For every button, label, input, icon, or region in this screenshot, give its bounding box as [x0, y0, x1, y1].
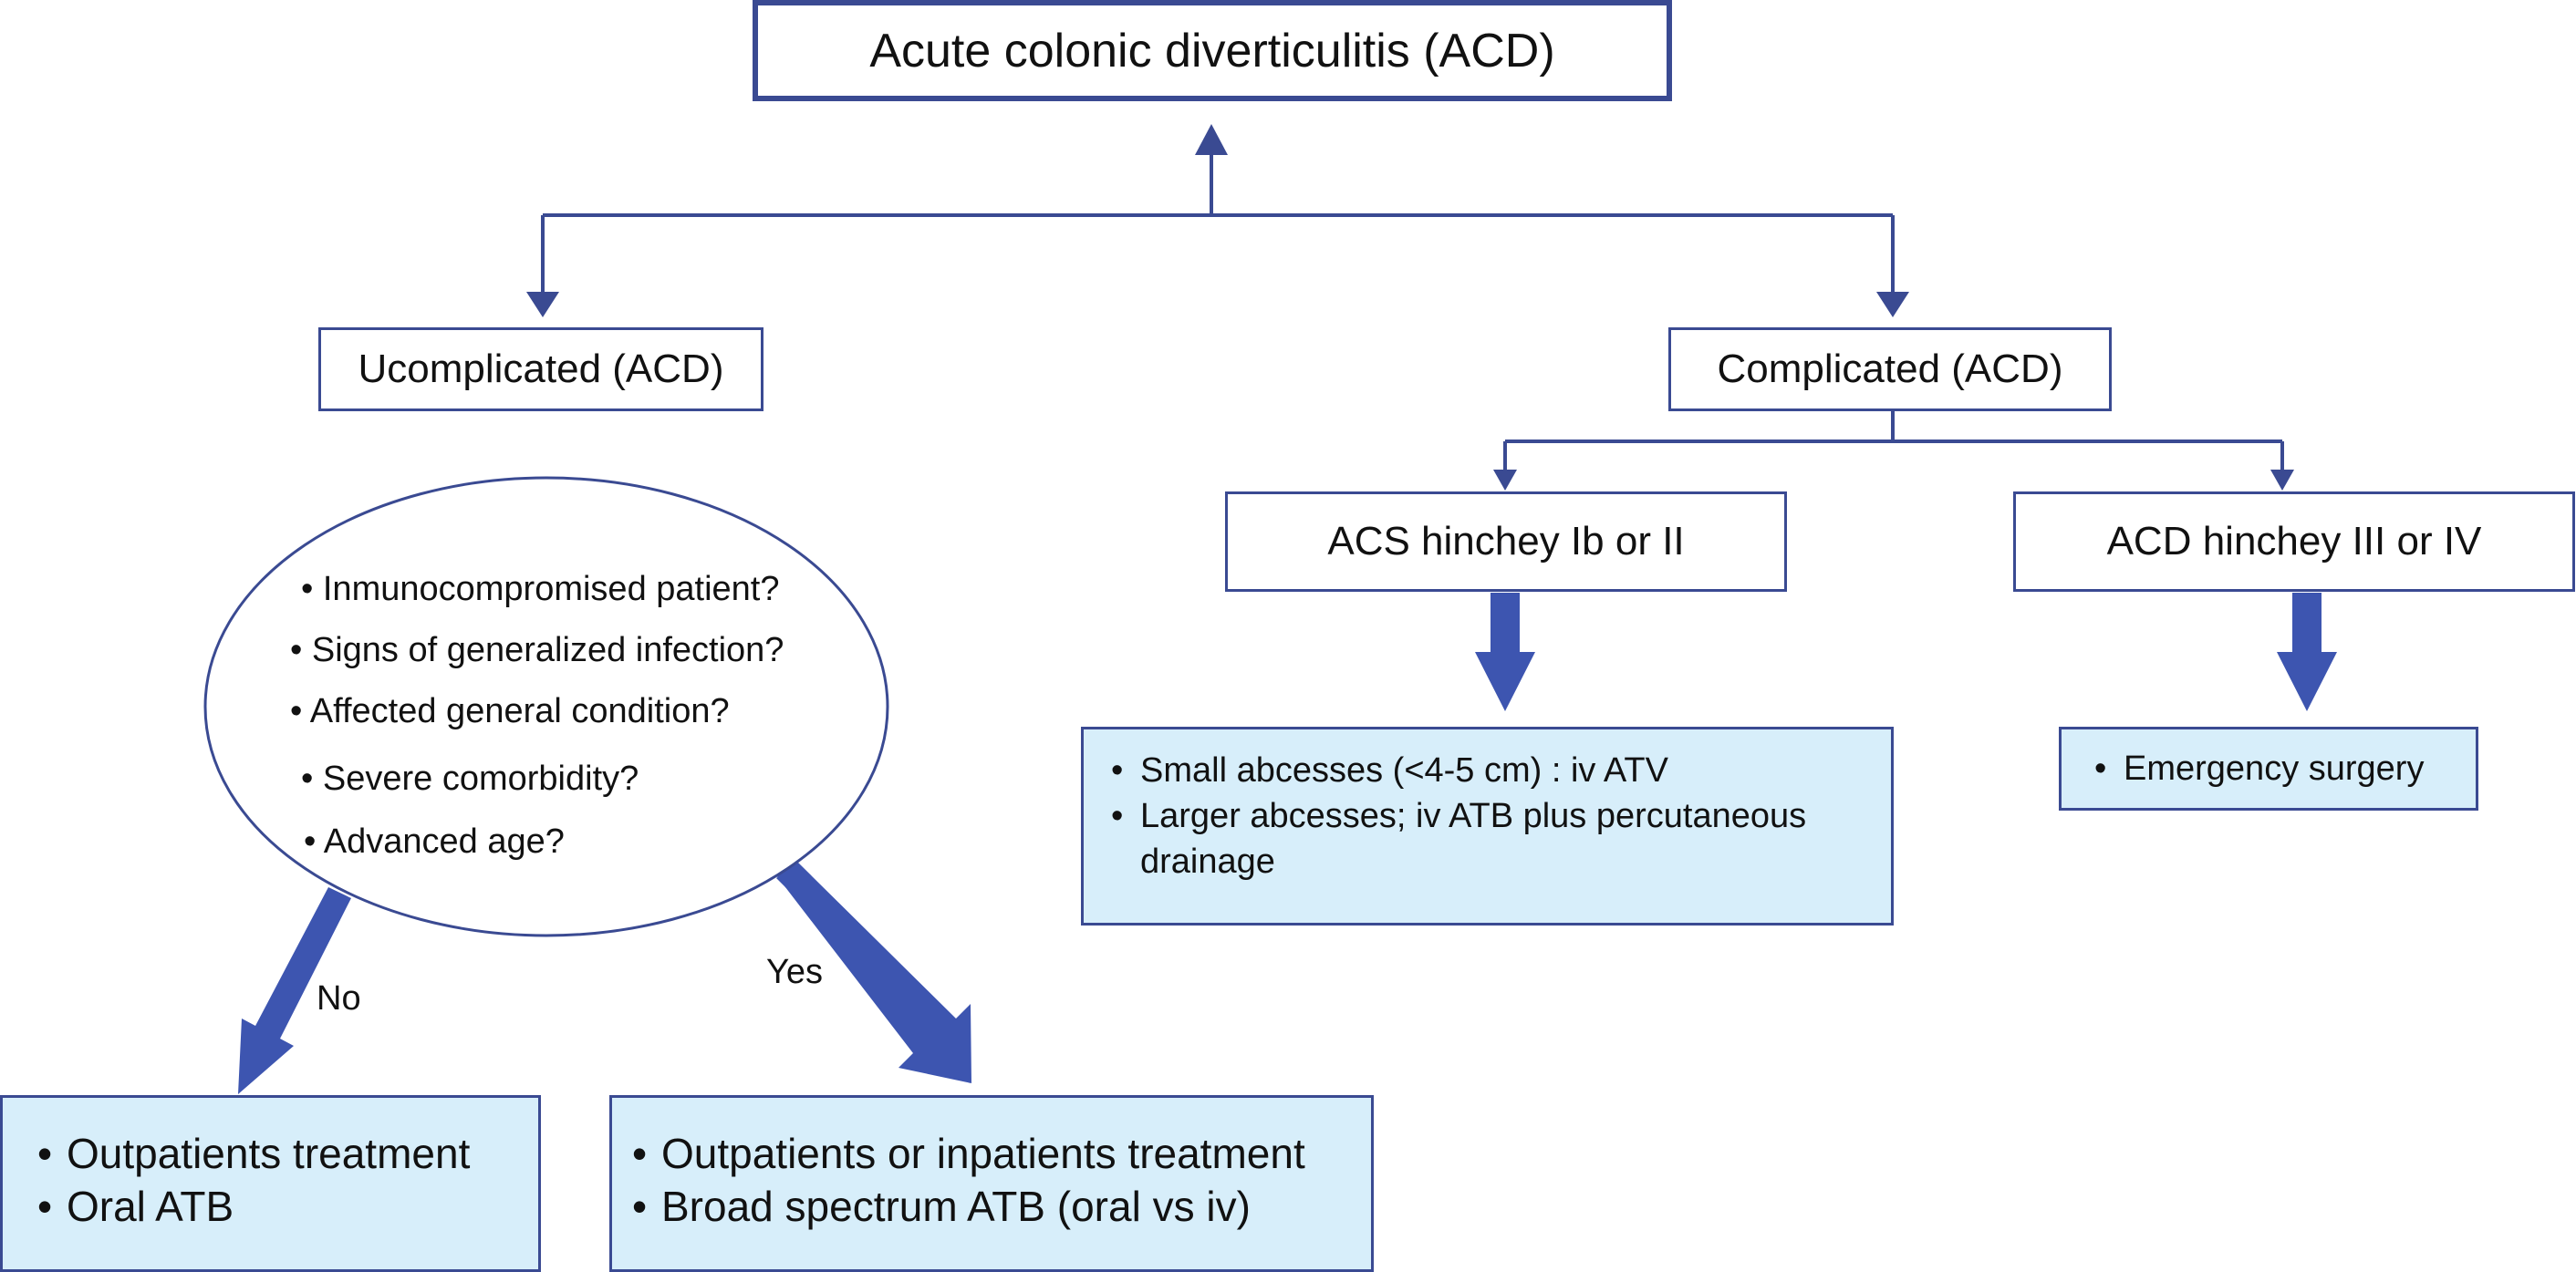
outcome-item: Small abcesses (<4-5 cm) : iv ATV — [1111, 748, 1869, 793]
criteria-question: Affected general condition? — [290, 692, 730, 731]
block-arrow-yes-head — [776, 861, 971, 1083]
outcome-item: Emergency surgery — [2094, 746, 2424, 791]
root-label: Acute colonic diverticulitis (ACD) — [869, 24, 1555, 78]
outcome-yes-list: Outpatients or inpatients treatment Broa… — [632, 1127, 1305, 1233]
outcome-item: Outpatients treatment — [37, 1127, 470, 1180]
block-arrow-hinchey-high — [2277, 593, 2337, 711]
arrowhead-up-root — [1195, 124, 1228, 155]
outcome-hinchey-high-box: Emergency surgery — [2059, 727, 2478, 811]
uncomplicated-label: Ucomplicated (ACD) — [358, 346, 724, 391]
hinchey-high-node: ACD hinchey III or IV — [2013, 491, 2575, 592]
uncomplicated-node: Ucomplicated (ACD) — [318, 327, 763, 411]
edge-label-yes: Yes — [766, 953, 823, 991]
hinchey-high-label: ACD hinchey III or IV — [2106, 519, 2482, 564]
outcome-item: Outpatients or inpatients treatment — [632, 1127, 1305, 1180]
block-arrow-no — [238, 887, 351, 1094]
thin-connectors — [541, 153, 2284, 472]
arrowhead-down-complicated — [1876, 292, 1909, 317]
criteria-question: Inmunocompromised patient? — [301, 570, 780, 609]
outcome-yes-box: Outpatients or inpatients treatment Broa… — [609, 1095, 1374, 1272]
outcome-hinchey-high-list: Emergency surgery — [2094, 746, 2424, 791]
edge-label-no: No — [317, 979, 361, 1018]
hinchey-low-label: ACS hinchey Ib or II — [1327, 519, 1685, 564]
outcome-hinchey-low-box: Small abcesses (<4-5 cm) : iv ATV Larger… — [1081, 727, 1894, 926]
outcome-no-list: Outpatients treatment Oral ATB — [37, 1127, 470, 1233]
hinchey-low-node: ACS hinchey Ib or II — [1225, 491, 1787, 592]
outcome-item: Oral ATB — [37, 1180, 470, 1233]
criteria-question: Signs of generalized infection? — [290, 631, 784, 670]
root-node: Acute colonic diverticulitis (ACD) — [753, 0, 1672, 101]
arrowheads — [526, 124, 2294, 491]
arrowhead-down-hinchey-high — [2270, 470, 2294, 491]
outcome-item: Larger abcesses; iv ATB plus percutaneou… — [1111, 793, 1869, 884]
complicated-label: Complicated (ACD) — [1717, 346, 2063, 391]
criteria-question: Advanced age? — [304, 822, 565, 862]
criteria-question: Severe comorbidity? — [301, 760, 639, 799]
block-arrow-hinchey-low — [1475, 593, 1535, 711]
outcome-hinchey-low-list: Small abcesses (<4-5 cm) : iv ATV Larger… — [1111, 748, 1869, 884]
outcome-no-box: Outpatients treatment Oral ATB — [0, 1095, 541, 1272]
arrowhead-down-uncomplicated — [526, 292, 559, 317]
block-arrows — [238, 593, 2337, 1094]
outcome-item: Broad spectrum ATB (oral vs iv) — [632, 1180, 1305, 1233]
arrowhead-down-hinchey-low — [1493, 470, 1517, 491]
complicated-node: Complicated (ACD) — [1668, 327, 2112, 411]
